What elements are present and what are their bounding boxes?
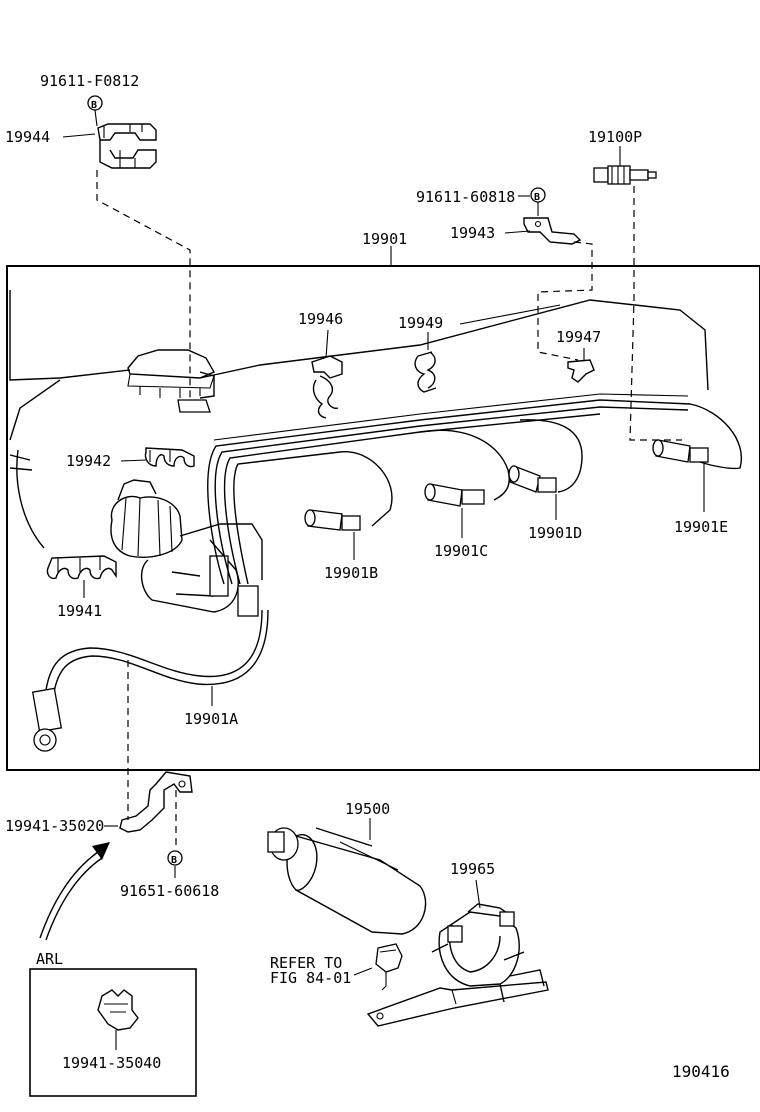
variant-arl-box xyxy=(29,968,197,1097)
label-clamp-19943: 19943 xyxy=(450,224,495,242)
bolt-marker-bottom: B xyxy=(167,850,183,866)
svg-text:B: B xyxy=(534,192,540,203)
engine-outline xyxy=(9,290,709,549)
clamp-19941-35040 xyxy=(97,989,139,1050)
figure-number: 190416 xyxy=(672,1062,730,1081)
label-bolt-bottom: 91651-60618 xyxy=(120,882,219,900)
clamp-19943 xyxy=(523,217,582,245)
svg-text:B: B xyxy=(171,855,177,866)
label-cord-c: 19901C xyxy=(434,542,488,560)
label-clamp-35020: 19941-35020 xyxy=(5,817,104,835)
cord-loom xyxy=(207,393,743,585)
cord-19901A xyxy=(31,609,269,752)
label-refer-line1: REFER TO xyxy=(270,954,342,972)
ignition-coil-19500 xyxy=(267,827,427,935)
label-cord-b: 19901B xyxy=(324,564,378,582)
label-variant: ARL xyxy=(36,950,63,968)
label-cord-set: 19901 xyxy=(362,230,407,248)
clamp-19944 xyxy=(97,123,157,169)
label-clamp-19944: 19944 xyxy=(5,128,50,146)
bolt-marker-top: B xyxy=(87,95,103,111)
cord-19901C-boot xyxy=(424,483,485,507)
variant-arrow xyxy=(39,842,110,941)
svg-text:B: B xyxy=(91,100,97,111)
label-cord-d: 19901D xyxy=(528,524,582,542)
holder-19947 xyxy=(567,359,595,383)
label-clamp-35040: 19941-35040 xyxy=(62,1054,161,1072)
cord-19901B-boot xyxy=(304,509,361,531)
main-assembly-frame xyxy=(6,265,760,771)
label-bolt-top: 91611-F0812 xyxy=(40,72,139,90)
label-coil: 19500 xyxy=(345,800,390,818)
clamp-19942 xyxy=(144,447,195,468)
label-holder-19946: 19946 xyxy=(298,310,343,328)
spark-plug-19100P xyxy=(593,165,657,185)
label-cord-e: 19901E xyxy=(674,518,728,536)
holder-19946 xyxy=(311,355,343,419)
cord-19901E-boot xyxy=(652,439,709,463)
clamp-19941-35020 xyxy=(119,771,193,833)
label-spark-plug: 19100P xyxy=(588,128,642,146)
holder-19949 xyxy=(414,351,437,393)
label-refer-line2: FIG 84-01 xyxy=(270,969,351,987)
coil-bracket-19965 xyxy=(366,903,549,1027)
distributor xyxy=(110,479,263,617)
label-bolt-19943: 91611-60818 xyxy=(416,188,515,206)
cord-19901D-boot xyxy=(508,465,557,493)
label-holder-19947: 19947 xyxy=(556,328,601,346)
clamp-19941 xyxy=(46,555,117,580)
label-cord-a: 19901A xyxy=(184,710,238,728)
bolt-marker-19943: B xyxy=(530,187,546,203)
label-clamp-19941: 19941 xyxy=(57,602,102,620)
label-holder-19949: 19949 xyxy=(398,314,443,332)
label-bracket: 19965 xyxy=(450,860,495,878)
label-clamp-19942: 19942 xyxy=(66,452,111,470)
coil-terminal-nut xyxy=(375,943,403,991)
